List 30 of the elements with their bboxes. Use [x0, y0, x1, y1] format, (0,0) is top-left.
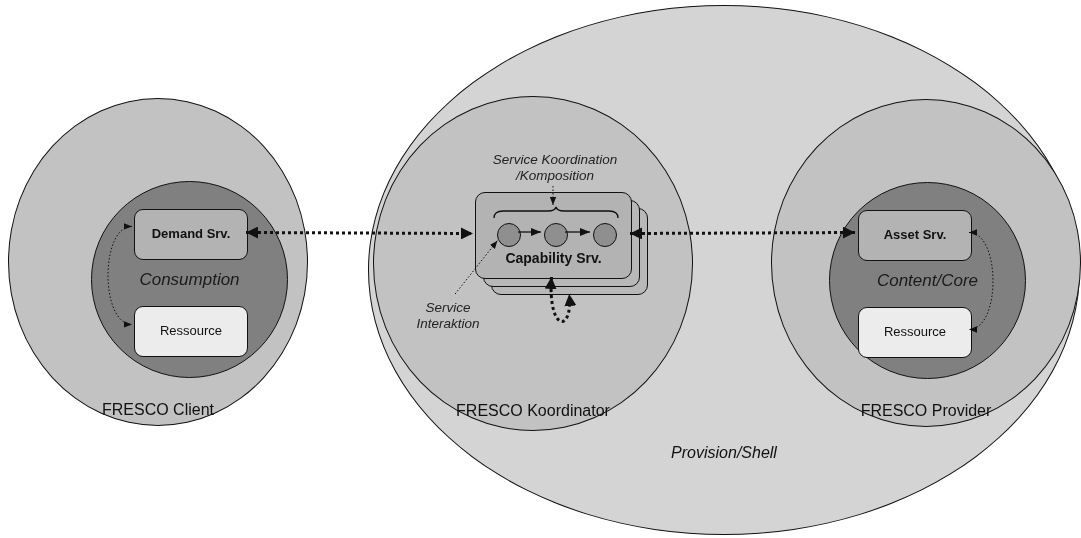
arrow: [246, 226, 473, 240]
service-box: [858, 210, 972, 261]
node-label: Ressource: [883, 325, 947, 340]
leader-line: [564, 227, 591, 237]
leader-line: [549, 185, 557, 206]
resource-box: [134, 306, 248, 357]
arrow: [107, 225, 133, 326]
node-label: Demand Srv.: [151, 227, 231, 242]
leader-line: [517, 227, 542, 237]
step-circle: [544, 223, 568, 247]
node-label: FRESCO Provider: [860, 401, 992, 421]
node-label: FRESCO Koordinator: [456, 401, 610, 421]
node-label: Ressource: [159, 324, 223, 339]
node-label: Capability Srv.: [505, 249, 602, 267]
annotation-text: Service Koordination /Komposition: [491, 152, 619, 184]
node-label: Consumption: [139, 270, 240, 290]
step-circle: [593, 223, 617, 247]
node-label: Provision/Shell: [671, 443, 777, 463]
annotation-text: Service Interaktion: [415, 300, 481, 332]
node-label: Asset Srv.: [883, 228, 947, 243]
node-label: Content/Core: [876, 271, 979, 291]
capability-card: [475, 192, 632, 279]
resource-box: [858, 307, 972, 358]
step-circle: [497, 223, 521, 247]
arrow: [968, 231, 994, 331]
node-label: FRESCO Client: [102, 400, 214, 420]
arrow: [630, 226, 855, 240]
service-box: [134, 209, 248, 260]
arrow: [454, 240, 498, 295]
arrow: [545, 276, 576, 323]
